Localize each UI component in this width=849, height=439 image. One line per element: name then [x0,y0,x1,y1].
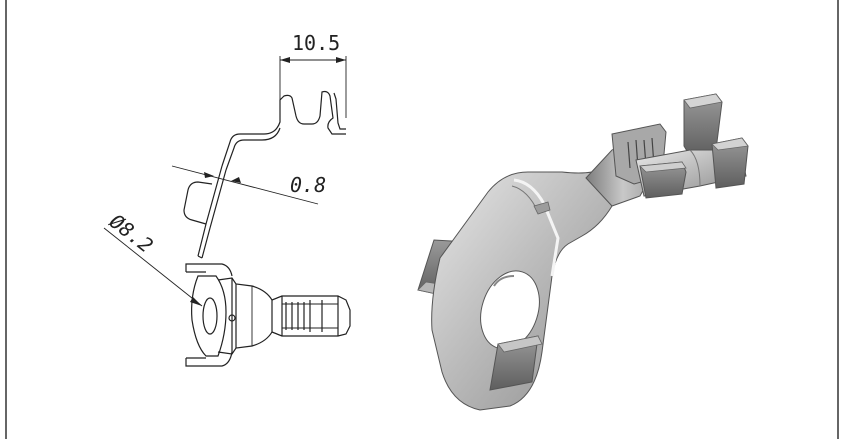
plan-view: Ø8.2 [103,209,351,367]
side-view: 10.5 0.8 [171,31,347,259]
isometric-view [417,93,749,411]
dimension-hole-label: Ø8.2 [105,209,158,258]
dimension-width-label: 10.5 [292,31,340,55]
dimension-thickness-label: 0.8 [290,173,326,197]
